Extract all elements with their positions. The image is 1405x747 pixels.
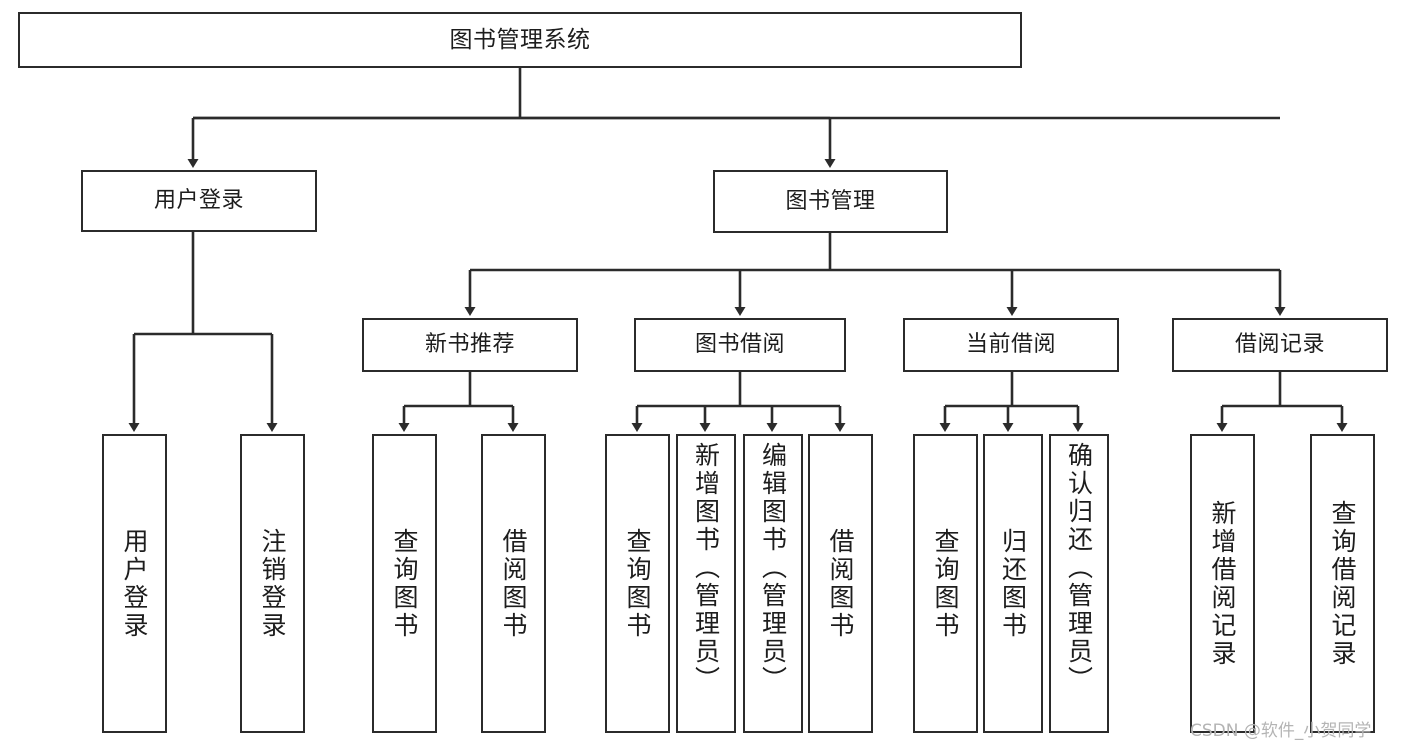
node-book-manage[interactable]: 图书管理 bbox=[713, 170, 948, 233]
leaf-edit-book[interactable]: 编辑图书（管理员） bbox=[743, 434, 803, 733]
node-user-login-label: 用户登录 bbox=[153, 188, 244, 214]
leaf-query-book-3[interactable]: 查询图书 bbox=[913, 434, 978, 733]
leaf-query-record-label: 查询借阅记录 bbox=[1328, 499, 1357, 668]
leaf-logout-login[interactable]: 注销登录 bbox=[240, 434, 305, 733]
leaf-confirm-return-label: 确认归还（管理员） bbox=[1064, 442, 1094, 694]
leaf-add-book[interactable]: 新增图书（管理员） bbox=[676, 434, 736, 733]
node-book-borrow[interactable]: 图书借阅 bbox=[634, 318, 846, 372]
leaf-borrow-book-2-label: 借阅图书 bbox=[826, 527, 855, 640]
leaf-query-book-2-label: 查询图书 bbox=[623, 527, 652, 640]
csdn-watermark: CSDN @软件_小贺同学 bbox=[1190, 721, 1372, 741]
leaf-logout-login-label: 注销登录 bbox=[258, 527, 287, 640]
leaf-add-record-label: 新增借阅记录 bbox=[1208, 499, 1237, 668]
leaf-return-book-label: 归还图书 bbox=[998, 527, 1028, 640]
leaf-query-book-3-label: 查询图书 bbox=[931, 527, 960, 640]
leaf-return-book[interactable]: 归还图书 bbox=[983, 434, 1043, 733]
leaf-confirm-return[interactable]: 确认归还（管理员） bbox=[1049, 434, 1109, 733]
node-current-borrow[interactable]: 当前借阅 bbox=[903, 318, 1119, 372]
leaf-add-book-label: 新增图书（管理员） bbox=[691, 442, 721, 694]
node-book-borrow-label: 图书借阅 bbox=[694, 332, 785, 358]
node-current-borrow-label: 当前借阅 bbox=[965, 332, 1056, 358]
leaf-borrow-book-2[interactable]: 借阅图书 bbox=[808, 434, 873, 733]
leaf-borrow-book-1[interactable]: 借阅图书 bbox=[481, 434, 546, 733]
node-user-login[interactable]: 用户登录 bbox=[81, 170, 317, 232]
node-root[interactable]: 图书管理系统 bbox=[18, 12, 1022, 68]
leaf-query-book-1[interactable]: 查询图书 bbox=[372, 434, 437, 733]
leaf-add-record[interactable]: 新增借阅记录 bbox=[1190, 434, 1255, 733]
node-borrow-record[interactable]: 借阅记录 bbox=[1172, 318, 1388, 372]
leaf-user-login[interactable]: 用户登录 bbox=[102, 434, 167, 733]
leaf-edit-book-label: 编辑图书（管理员） bbox=[758, 442, 788, 694]
leaf-query-book-1-label: 查询图书 bbox=[390, 527, 419, 640]
node-borrow-record-label: 借阅记录 bbox=[1234, 332, 1325, 358]
leaf-user-login-label: 用户登录 bbox=[120, 527, 149, 640]
node-book-manage-label: 图书管理 bbox=[785, 188, 876, 214]
node-root-label: 图书管理系统 bbox=[449, 26, 591, 53]
node-new-book-recommend-label: 新书推荐 bbox=[424, 332, 515, 358]
leaf-query-record[interactable]: 查询借阅记录 bbox=[1310, 434, 1375, 733]
node-new-book-recommend[interactable]: 新书推荐 bbox=[362, 318, 578, 372]
leaf-borrow-book-1-label: 借阅图书 bbox=[499, 527, 528, 640]
leaf-query-book-2[interactable]: 查询图书 bbox=[605, 434, 670, 733]
